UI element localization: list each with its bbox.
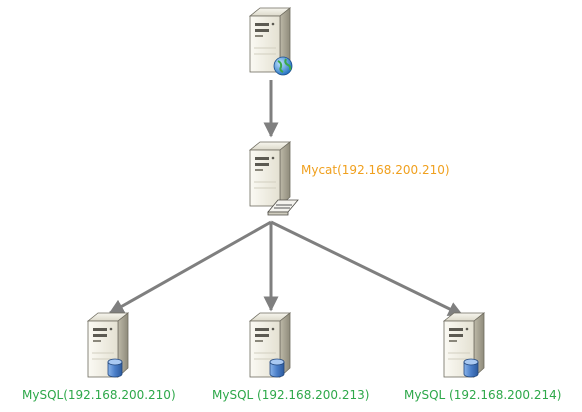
database-icon [463,358,479,378]
mysql-node-0 [87,312,129,378]
edge-mycat-to-mysql-2 [270,220,464,317]
mysql-label: MySQL (192.168.200.213) [212,388,370,402]
mysql-label: MySQL(192.168.200.210) [22,388,176,402]
edge-mycat-to-mysql-0 [108,220,272,315]
mycat-label: Mycat(192.168.200.210) [301,163,450,177]
mysql-node-2 [443,312,485,378]
server-icon [249,141,291,207]
web-server-node [249,7,293,76]
database-icon [269,358,285,378]
mycat-node [249,141,299,216]
globe-icon [273,56,293,76]
mysql-label: MySQL (192.168.200.214) [404,388,562,402]
database-icon [107,358,123,378]
mysql-node-1 [249,312,291,378]
switch-icon [267,199,299,216]
